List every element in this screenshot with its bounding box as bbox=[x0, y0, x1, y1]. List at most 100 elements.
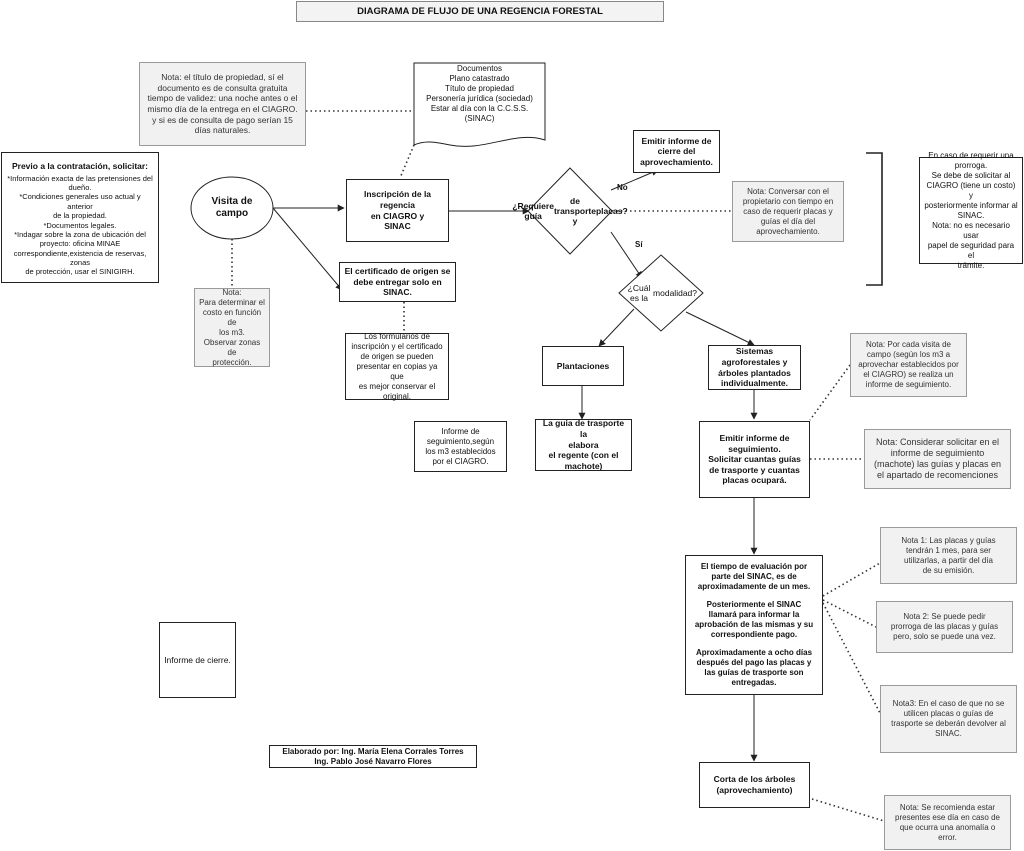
text-line: correspondiente pago. bbox=[710, 630, 798, 639]
text-line: debe entregar solo en bbox=[353, 276, 442, 287]
text-line: papel de seguridad para el bbox=[927, 240, 1015, 260]
text-line: Nota: el título de propiedad, sí el bbox=[161, 72, 284, 83]
text-line: seguimiento,según bbox=[426, 436, 495, 446]
text-line: Solicitar cuantas guías bbox=[708, 454, 801, 465]
text-line: machote) bbox=[564, 460, 603, 471]
text-line: y si es de consulta de pago serían 15 bbox=[152, 114, 293, 125]
text-line: es mejor conservar el bbox=[358, 381, 436, 391]
text-line: aprovechamiento. bbox=[640, 156, 713, 167]
text-line: árboles plantados bbox=[718, 367, 791, 378]
text-line: proyecto: oficina MINAE bbox=[39, 239, 121, 249]
text-line: agroforestales y bbox=[721, 356, 788, 367]
text-line: de su emisión. bbox=[922, 565, 975, 575]
visita-de-campo[interactable]: Visita de campo bbox=[211, 195, 253, 220]
text-line: presentar en copias ya que bbox=[356, 361, 438, 381]
text-line: de trasporte y cuantas bbox=[709, 464, 800, 475]
corta-arboles[interactable]: Corta de los árboles(aprovechamiento) bbox=[699, 762, 810, 808]
edge-label-si: Sí bbox=[635, 240, 643, 249]
text-line: (aprovechamiento) bbox=[716, 785, 793, 795]
text-line: error. bbox=[938, 832, 957, 842]
text-line: Personería jurídica (sociedad) bbox=[426, 94, 533, 103]
arrow-guia-cierre bbox=[610, 169, 659, 191]
text-line: Ing. Pablo José Navarro Flores bbox=[314, 756, 432, 766]
text-line: el regente (con el bbox=[548, 450, 619, 461]
text-line: SINAC. bbox=[935, 729, 962, 738]
text-line: llamará para informar la bbox=[708, 610, 800, 619]
text-line: utilizarlas, a partir del día bbox=[904, 555, 993, 565]
text-line: original. bbox=[382, 391, 411, 401]
previo-contratacion: Previo a la contratación, solicitar: *In… bbox=[1, 152, 159, 283]
text-line: Nota 2: Se puede pedir bbox=[903, 612, 986, 621]
text-line: (machote) las guías y placas en bbox=[873, 459, 1002, 469]
text-line: parte del SINAC, es de bbox=[711, 572, 797, 581]
text-line: *Indagar sobre la zona de ubicación del bbox=[14, 229, 146, 239]
text-line: Corta de los árboles bbox=[713, 774, 796, 785]
arrow-visita-certificado bbox=[272, 207, 343, 291]
text-line: Emitir informe de bbox=[719, 432, 790, 443]
text-line: Para determinar el bbox=[199, 297, 265, 307]
brace bbox=[866, 152, 883, 286]
text-line: El certificado de origen se bbox=[344, 266, 451, 277]
arrow-modalidad-plantaciones bbox=[598, 308, 635, 347]
text-line: placas ocupará. bbox=[722, 475, 787, 486]
previo-lines: *Información exacta de las pretensiones … bbox=[6, 174, 154, 277]
text-line: Título de propiedad bbox=[445, 84, 514, 93]
informe-de-cierre[interactable]: Informe de cierre. bbox=[159, 622, 236, 698]
text-line: prorroga. bbox=[954, 160, 988, 170]
text-line: Plano catastrado bbox=[449, 74, 510, 83]
guia-diamond bbox=[527, 167, 613, 255]
text-line: el CIAGRO) se realiza un bbox=[863, 370, 954, 379]
text-line: tendrán 1 mes, para ser bbox=[906, 545, 991, 555]
text-line: Aproximadamente a ocho días bbox=[695, 648, 813, 657]
text-line: Nota: Considerar solicitar en el bbox=[875, 436, 1000, 447]
text-line: tiempo de validez: una noche antes o el bbox=[147, 93, 298, 104]
edge-label-no: No bbox=[617, 183, 628, 192]
text-line: propietario con tiempo en bbox=[742, 196, 834, 206]
text-line: trasporte se deberán devolver al bbox=[891, 719, 1006, 728]
text-line: Informe de bbox=[441, 426, 480, 436]
text-line: (SINAC) bbox=[464, 114, 495, 123]
text-line: Se debe de solicitar al bbox=[931, 170, 1011, 180]
text-line: Nota: Por cada visita de bbox=[866, 340, 951, 349]
text-line: En caso de requerir una bbox=[928, 150, 1014, 160]
previo-title: Previo a la contratación, solicitar: bbox=[11, 161, 149, 171]
text-line: informe de seguimiento. bbox=[865, 380, 952, 389]
text-line: modalidad? bbox=[653, 287, 697, 298]
text-line: Nota: bbox=[222, 287, 242, 297]
text-line: de transporte y bbox=[553, 195, 596, 227]
text-line: utilicen placas o guías de bbox=[903, 709, 994, 718]
text-line: regencia bbox=[380, 199, 415, 210]
text-line: SINAC bbox=[384, 221, 411, 232]
plantaciones-box[interactable]: Plantaciones bbox=[542, 346, 624, 386]
text-line: por el CIAGRO. bbox=[432, 456, 489, 466]
text-line: mismo día de la entrega en el CIAGRO. bbox=[147, 104, 298, 114]
text-line: Nota 1: Las placas y guías bbox=[901, 535, 996, 545]
text-line: ¿Requiere guía bbox=[512, 200, 554, 221]
text-line: en CIAGRO y bbox=[370, 210, 425, 221]
text-line: aprobación de las mismas y su bbox=[694, 620, 814, 629]
text-line: aprovechar establecidos por bbox=[858, 360, 959, 369]
text-line: Nota3: En el caso de que no se bbox=[892, 699, 1005, 708]
text-line: de protección, usar el SINIGIRH. bbox=[25, 267, 135, 277]
text-line: trámite. bbox=[957, 260, 985, 270]
